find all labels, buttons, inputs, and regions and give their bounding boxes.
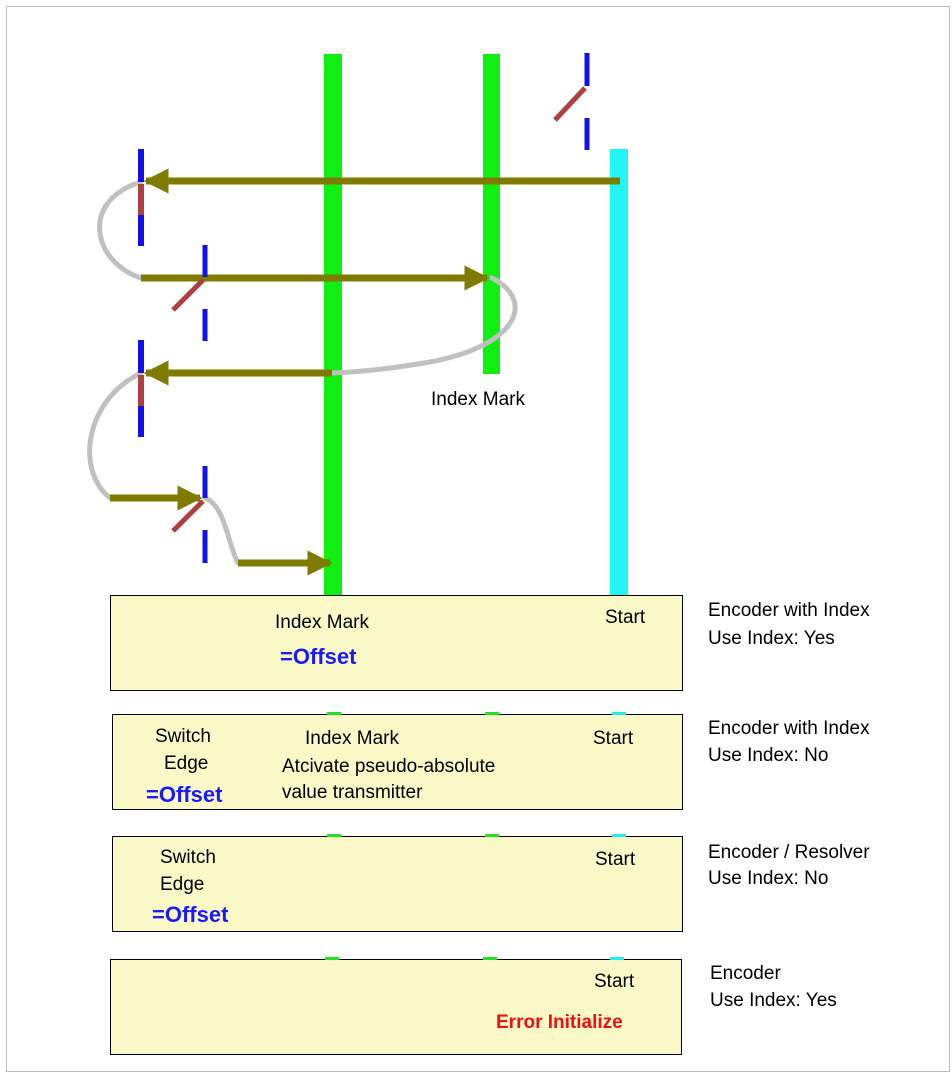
panel-encoder-resolver: [112, 836, 683, 932]
panel3-switch-line1: Switch: [160, 847, 216, 868]
panel2-switch-line1: Switch: [155, 726, 211, 747]
panel2-offset: =Offset: [146, 782, 223, 807]
panel-encoder-index-yes: [110, 595, 683, 691]
panel3-start: Start: [595, 849, 636, 870]
panel-encoder-index-no: [112, 714, 683, 810]
panel4-index-tick-right: [483, 957, 497, 960]
panel2-index-tick-right: [485, 712, 499, 715]
index-mark-bar-left: [324, 54, 342, 596]
panel3-side-line1: Encoder / Resolver: [708, 842, 870, 863]
panel2-index-tick-left: [327, 712, 341, 715]
panel2-note-line1: Atcivate pseudo-absolute: [282, 756, 496, 777]
panel2-start: Start: [593, 728, 634, 749]
panel3-index-tick-right: [485, 834, 499, 837]
panel4-start: Start: [594, 971, 635, 992]
panel3-offset: =Offset: [152, 902, 229, 927]
panel-encoder-no-index: [110, 959, 682, 1055]
panel4-side-line1: Encoder: [710, 963, 781, 984]
start-bar: [610, 149, 628, 596]
index-mark-bar-right: [483, 54, 500, 374]
panel1-offset: =Offset: [280, 644, 357, 669]
panel1-index-label: Index Mark: [275, 612, 369, 633]
switch-symbol-2: [171, 245, 208, 341]
panel2-start-tick: [612, 712, 626, 715]
panel1-start: Start: [605, 607, 646, 628]
switch-symbol-4: [171, 466, 208, 563]
panel2-side-line1: Encoder with Index: [708, 718, 870, 739]
panel4-error: Error Initialize: [496, 1012, 623, 1033]
panel2-side-line2: Use Index: No: [708, 745, 829, 766]
panel4-start-tick: [610, 957, 624, 960]
panel1-side-line2: Use Index: Yes: [708, 628, 835, 649]
panel2-index-label: Index Mark: [305, 728, 399, 749]
index-mark-label: Index Mark: [431, 389, 525, 410]
panel3-index-tick-left: [327, 834, 341, 837]
panel1-side-line1: Encoder with Index: [708, 600, 870, 621]
panel3-switch-line2: Edge: [160, 874, 205, 895]
panel4-side-line2: Use Index: Yes: [710, 990, 837, 1011]
panel3-side-line2: Use Index: No: [708, 868, 829, 889]
panel3-start-tick: [612, 834, 626, 837]
travel-path: [87, 179, 518, 566]
panel2-note-line2: value transmitter: [282, 782, 423, 803]
panel2-switch-line2: Edge: [164, 753, 209, 774]
panel4-index-tick-left: [325, 957, 339, 960]
switch-symbol-top: [553, 53, 590, 150]
